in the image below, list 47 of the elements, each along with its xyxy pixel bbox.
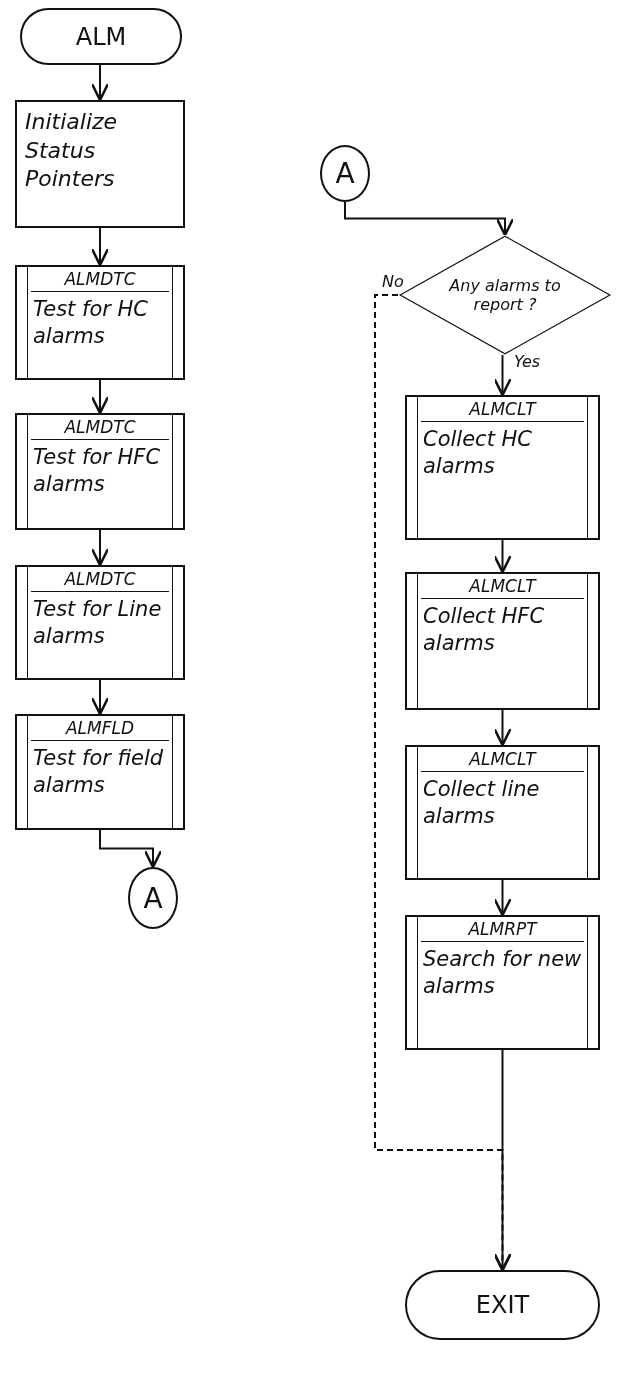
step-text: Test for HFC alarms <box>32 444 162 499</box>
step-text: Collect line alarms <box>422 776 541 831</box>
node-label: EXIT <box>475 1291 530 1319</box>
predefined-process-box <box>405 572 600 710</box>
subroutine-name: ALMFLD <box>31 716 169 741</box>
arrow <box>90 227 110 267</box>
predefined-process-box <box>405 745 600 880</box>
predefined-process-box <box>405 395 600 540</box>
arrow <box>90 679 110 716</box>
subroutine-name: ALMCLT <box>421 747 584 772</box>
predefined-process-box <box>15 413 185 530</box>
arrow <box>90 529 110 567</box>
step-text: Search for new alarms <box>422 946 583 1001</box>
predefined-process-box <box>15 565 185 680</box>
connector-circle <box>128 867 178 929</box>
subroutine-name: ALMDTC <box>31 267 169 292</box>
subroutine-name: ALMCLT <box>421 574 584 599</box>
node-label: ALM <box>75 22 127 51</box>
arrow <box>344 201 515 237</box>
arrow <box>374 294 512 1272</box>
terminal-shape <box>405 1270 600 1340</box>
step-text: Collect HFC alarms <box>422 603 546 658</box>
step-text: Test for field alarms <box>32 745 165 800</box>
node-label: A <box>143 881 163 915</box>
predefined-process-box <box>15 714 185 830</box>
step-text: Test for Line alarms <box>32 596 163 651</box>
connector-circle <box>320 145 370 202</box>
step-text: Test for HC alarms <box>32 296 149 351</box>
process-box <box>15 100 185 228</box>
subroutine-name: ALMCLT <box>421 397 584 422</box>
subroutine-name: ALMRPT <box>421 917 584 942</box>
arrow <box>493 709 512 747</box>
predefined-process-box <box>15 265 185 380</box>
step-text: Collect HC alarms <box>422 426 533 481</box>
node-label: Any alarms to report ? <box>447 275 562 315</box>
arrow <box>99 829 163 869</box>
predefined-process-box <box>405 915 600 1050</box>
arrow <box>90 64 110 102</box>
subroutine-name: ALMDTC <box>31 567 169 592</box>
node-label: Initialize Status Pointers <box>25 108 119 194</box>
arrow <box>493 354 512 397</box>
terminal-shape <box>20 8 182 65</box>
node-label: A <box>335 157 355 190</box>
arrow <box>90 379 110 415</box>
subroutine-name: ALMDTC <box>31 415 169 440</box>
arrow <box>493 539 512 574</box>
arrow <box>493 879 512 917</box>
